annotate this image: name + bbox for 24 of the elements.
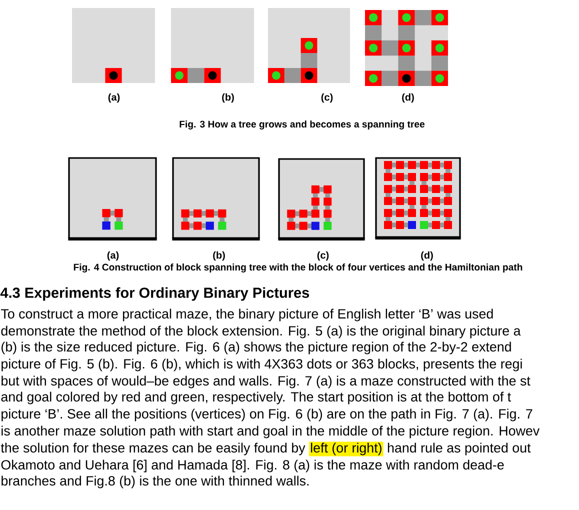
panel-label: (b) xyxy=(213,251,225,261)
paragraph-line: demonstrate the method of the block extension. Fig. 5 (a) is the original binary picture a xyxy=(1,326,521,338)
panel-label: (c) xyxy=(321,93,333,103)
paragraph-line: the solution for these mazes can be easily found by xyxy=(0,442,306,456)
panel-label: (d) xyxy=(421,251,433,261)
panel-label: (a) xyxy=(108,93,120,103)
panel-label: (d) xyxy=(402,93,414,103)
paragraph-line: (b) is the size reduced picture. Fig. 6 (a) shows the picture region of the 2-by-2 extend xyxy=(2,342,511,354)
paragraph-line: hand rule as pointed out xyxy=(388,442,531,456)
paragraph-line: is another maze solution path with start and goal in the middle of the picture region. Howev xyxy=(2,426,540,438)
paragraph-line: picture ‘B’. See all the positions (vertices) on Fig. 6 (b) are on the path in Fig. 7 (a). Fig. 7 xyxy=(2,408,532,422)
panel-label: (b) xyxy=(222,93,234,103)
panel-label: (c) xyxy=(317,251,329,261)
panel-label: (a) xyxy=(107,251,119,261)
paragraph-line: branches and Fig.8 (b) is the one with thinned walls. xyxy=(2,476,309,488)
section-heading: 4.3 Experiments for Ordinary Binary Pictures xyxy=(0,287,310,301)
figure-caption: Fig. 3 How a tree grows and becomes a spanning tree xyxy=(180,120,425,130)
paragraph-line: but with spaces of would–be edges and walls. Fig. 7 (a) is a maze constructed with the st xyxy=(2,376,530,388)
figure-caption: Fig. 4 Construction of block spanning tree with the block of four vertices and the Hamiltonian path xyxy=(74,264,522,272)
paragraph-line: and goal colored by red and green, respectively. The start position is at the bottom of t xyxy=(1,392,511,404)
highlighted-text: left (or right) xyxy=(309,442,384,456)
paragraph-line: picture of Fig. 5 (b). Fig. 6 (b), which is with 4X363 dots or 363 blocks, presents the regi xyxy=(2,358,522,372)
paragraph-line: To construct a more practical maze, the binary picture of English letter ‘B’ was used xyxy=(1,308,493,322)
paragraph-line: Okamoto and Uehara [6] and Hamada [8]. Fig. 8 (a) is the maze with random dead-e xyxy=(1,460,504,472)
